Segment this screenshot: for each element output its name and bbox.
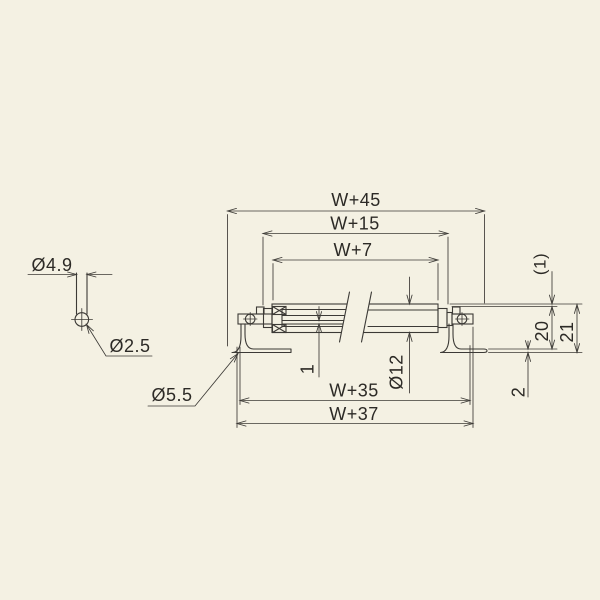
right-ext-lines: [449, 303, 583, 353]
dim-label-w15: W+15: [330, 214, 380, 234]
bearing-bottom-cross: [271, 323, 287, 334]
arrowheads-shaft-dia: [67, 271, 97, 278]
roller-side-view: [231, 291, 488, 354]
left-bracket: [231, 323, 292, 354]
dim-label-w35: W+35: [329, 381, 379, 401]
bearing-top-cross: [271, 305, 287, 316]
arrowhead-pin-hole: [85, 323, 94, 334]
dim-label-20: 20: [532, 320, 552, 341]
dim-label-w45: W+45: [331, 190, 381, 210]
right-hole-centermarks: [455, 312, 470, 326]
dim-label-w7: W+7: [333, 240, 372, 260]
right-bearing-cap: [437, 307, 448, 329]
ext-lines-w15: [262, 236, 449, 306]
dim-label-shaft-dia: Ø4.9: [31, 255, 72, 275]
inner-sleeve-lines: [281, 308, 353, 328]
arrowheads-t1: [315, 311, 323, 333]
leader-foot-hole: [147, 353, 239, 407]
right-bracket: [439, 323, 488, 354]
inner-lines-right: [367, 309, 439, 328]
arrowheads-21: [573, 302, 581, 355]
dim-label-21: 21: [557, 321, 577, 342]
ext-lines-w7: [272, 263, 439, 301]
arrowheads-w35: [238, 397, 472, 404]
arrowheads-w15: [261, 230, 450, 237]
leader-pin-hole: [86, 324, 153, 357]
dim-label-pin-hole: Ø2.5: [109, 336, 150, 356]
dimension-annotations: [147, 207, 583, 428]
arrowheads-w37: [235, 420, 475, 427]
arrowhead-foot-hole: [229, 352, 239, 363]
dim-label-paren1: (1): [531, 253, 550, 275]
arrowhead-paren1: [548, 294, 556, 306]
arrowheads-2: [524, 340, 532, 362]
left-retainer-tab: [255, 306, 265, 315]
arrowheads-dia12: [406, 294, 413, 342]
right-retainer-tab: [451, 306, 461, 315]
dimension-labels: W+45 W+15 W+7 W+35 W+37 Ø4.9 Ø2.5 Ø5.5 Ø…: [31, 190, 577, 424]
ext-lines-w35: [239, 345, 471, 405]
arrowheads-w45: [225, 207, 487, 215]
arrowheads-20: [548, 304, 556, 351]
dim-label-foot-hole: Ø5.5: [151, 385, 192, 405]
arrowheads-w7: [271, 256, 440, 264]
dim-label-t1: 1: [298, 364, 318, 375]
dim-label-2: 2: [509, 387, 529, 398]
dim-label-dia12: Ø12: [387, 354, 407, 390]
left-bearing-cap: [262, 307, 273, 329]
ext-lines-w37: [236, 326, 474, 428]
bearing-bottom: [271, 323, 287, 334]
left-hole-centermarks: [243, 312, 258, 326]
shaft-end-detail-view: [27, 271, 153, 357]
left-shaft-bar: [237, 313, 273, 325]
right-step: [446, 311, 453, 327]
break-lines: [338, 291, 373, 343]
dim-label-w37: W+37: [329, 404, 379, 424]
ext-lines-w45: [227, 214, 485, 347]
